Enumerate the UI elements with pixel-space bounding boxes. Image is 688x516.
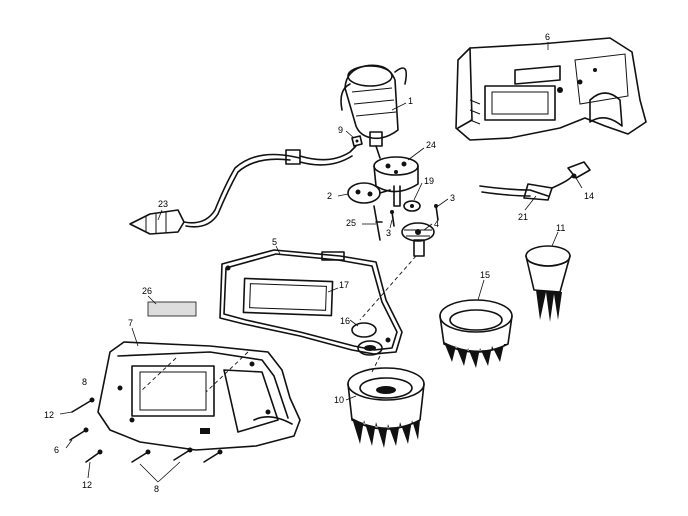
callout-24: 24 xyxy=(426,140,436,150)
nut-part xyxy=(351,135,363,147)
switch-wire-part xyxy=(479,175,573,201)
callout-23: 23 xyxy=(158,199,168,209)
callout-11: 11 xyxy=(556,223,565,233)
top-housing-part xyxy=(455,37,647,141)
small-gear-part xyxy=(403,200,421,212)
callout-3-lower: 3 xyxy=(386,228,391,238)
brush-small-part xyxy=(525,245,571,322)
side-gear-part xyxy=(347,182,391,204)
callout-9: 9 xyxy=(338,125,343,135)
gear-housing-part xyxy=(373,156,419,207)
brush-large-part xyxy=(347,367,425,448)
callout-8-lower: 8 xyxy=(154,484,159,494)
callout-15: 15 xyxy=(480,270,490,280)
seal-ring-part xyxy=(351,322,383,356)
label-plate-part xyxy=(147,301,197,317)
callout-21: 21 xyxy=(518,212,528,222)
callout-12: 12 xyxy=(44,410,54,420)
leader-lines xyxy=(59,42,583,483)
callout-26: 26 xyxy=(142,286,152,296)
callout-5: 5 xyxy=(272,237,277,247)
screw-part xyxy=(390,204,439,227)
callout-7: 7 xyxy=(128,318,133,328)
callout-16: 16 xyxy=(340,316,350,326)
callout-3: 3 xyxy=(450,193,455,203)
callout-12-lower: 12 xyxy=(82,480,92,490)
callout-labels: 1 2 3 3 4 5 6 6 7 8 8 9 10 11 12 12 14 1… xyxy=(44,32,594,494)
motor-part xyxy=(340,64,408,159)
callout-1: 1 xyxy=(408,96,413,106)
callout-17: 17 xyxy=(339,280,349,290)
gasket-frame-part xyxy=(219,249,403,355)
callout-6-lower: 6 xyxy=(54,445,59,455)
callout-2: 2 xyxy=(327,191,332,201)
screws-bottom-part xyxy=(69,397,223,463)
brush-ring-part xyxy=(439,299,513,368)
power-cord-part xyxy=(129,145,357,235)
base-housing-part xyxy=(97,341,301,451)
shaft-part xyxy=(373,205,383,241)
switch-button-part xyxy=(567,161,591,179)
callout-14: 14 xyxy=(584,191,594,201)
callout-19: 19 xyxy=(424,176,434,186)
callout-25: 25 xyxy=(346,218,356,228)
callout-10: 10 xyxy=(334,395,344,405)
callout-4: 4 xyxy=(434,219,439,229)
drive-gear-part xyxy=(401,222,435,257)
callout-6: 6 xyxy=(545,32,550,42)
callout-8: 8 xyxy=(82,377,87,387)
inner-panel-part xyxy=(242,277,334,317)
